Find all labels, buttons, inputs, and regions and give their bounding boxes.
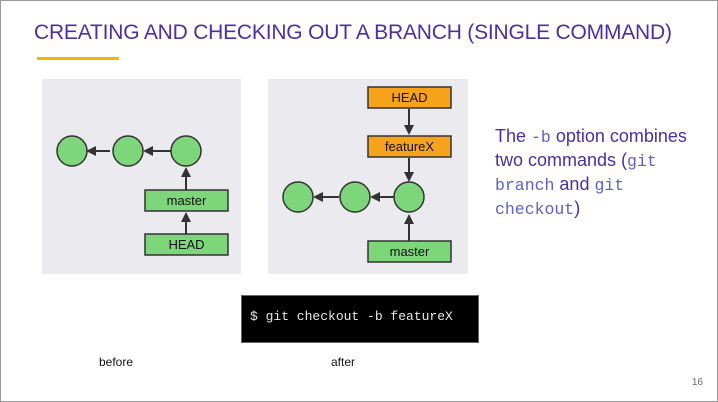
master-branch-box: [367, 240, 452, 263]
featurex-branch-box: [367, 135, 452, 158]
page-number: 16: [691, 377, 703, 388]
master-branch-label: master: [167, 193, 207, 208]
commit-node: [112, 135, 144, 167]
slide-title: CREATING AND CHECKING OUT A BRANCH (SING…: [34, 21, 672, 44]
terminal-window: $ git checkout -b featureX: [241, 295, 479, 343]
master-branch-label: master: [390, 244, 430, 259]
desc-text: option combines two commands (: [495, 126, 687, 170]
desc-code-option: -b: [531, 128, 551, 147]
after-diagram-panel: HEAD featureX master: [268, 79, 468, 274]
after-caption: after: [331, 355, 356, 369]
commit-node: [339, 181, 371, 213]
head-label: HEAD: [168, 237, 204, 252]
before-diagram-panel: master HEAD: [42, 79, 241, 274]
head-box: [144, 233, 229, 256]
option-description: The -b option combines two commands (git…: [495, 125, 695, 221]
head-box: [367, 86, 452, 109]
desc-text: ): [574, 198, 581, 218]
desc-code-checkout: git checkout: [495, 176, 625, 219]
commit-node: [393, 181, 425, 213]
title-underline: [37, 57, 119, 60]
commit-node: [56, 135, 88, 167]
head-label: HEAD: [391, 90, 427, 105]
after-diagram: HEAD featureX master: [282, 86, 452, 263]
master-branch-box: [144, 189, 229, 212]
commit-node: [170, 135, 202, 167]
commit-node: [282, 181, 314, 213]
before-caption: before: [99, 355, 134, 369]
before-diagram: master HEAD: [56, 135, 229, 256]
desc-text: The: [495, 126, 532, 146]
desc-code-branch: git branch: [495, 152, 657, 195]
desc-text: and: [554, 174, 595, 194]
terminal-command: $ git checkout -b featureX: [250, 309, 453, 324]
featurex-branch-label: featureX: [385, 139, 434, 154]
